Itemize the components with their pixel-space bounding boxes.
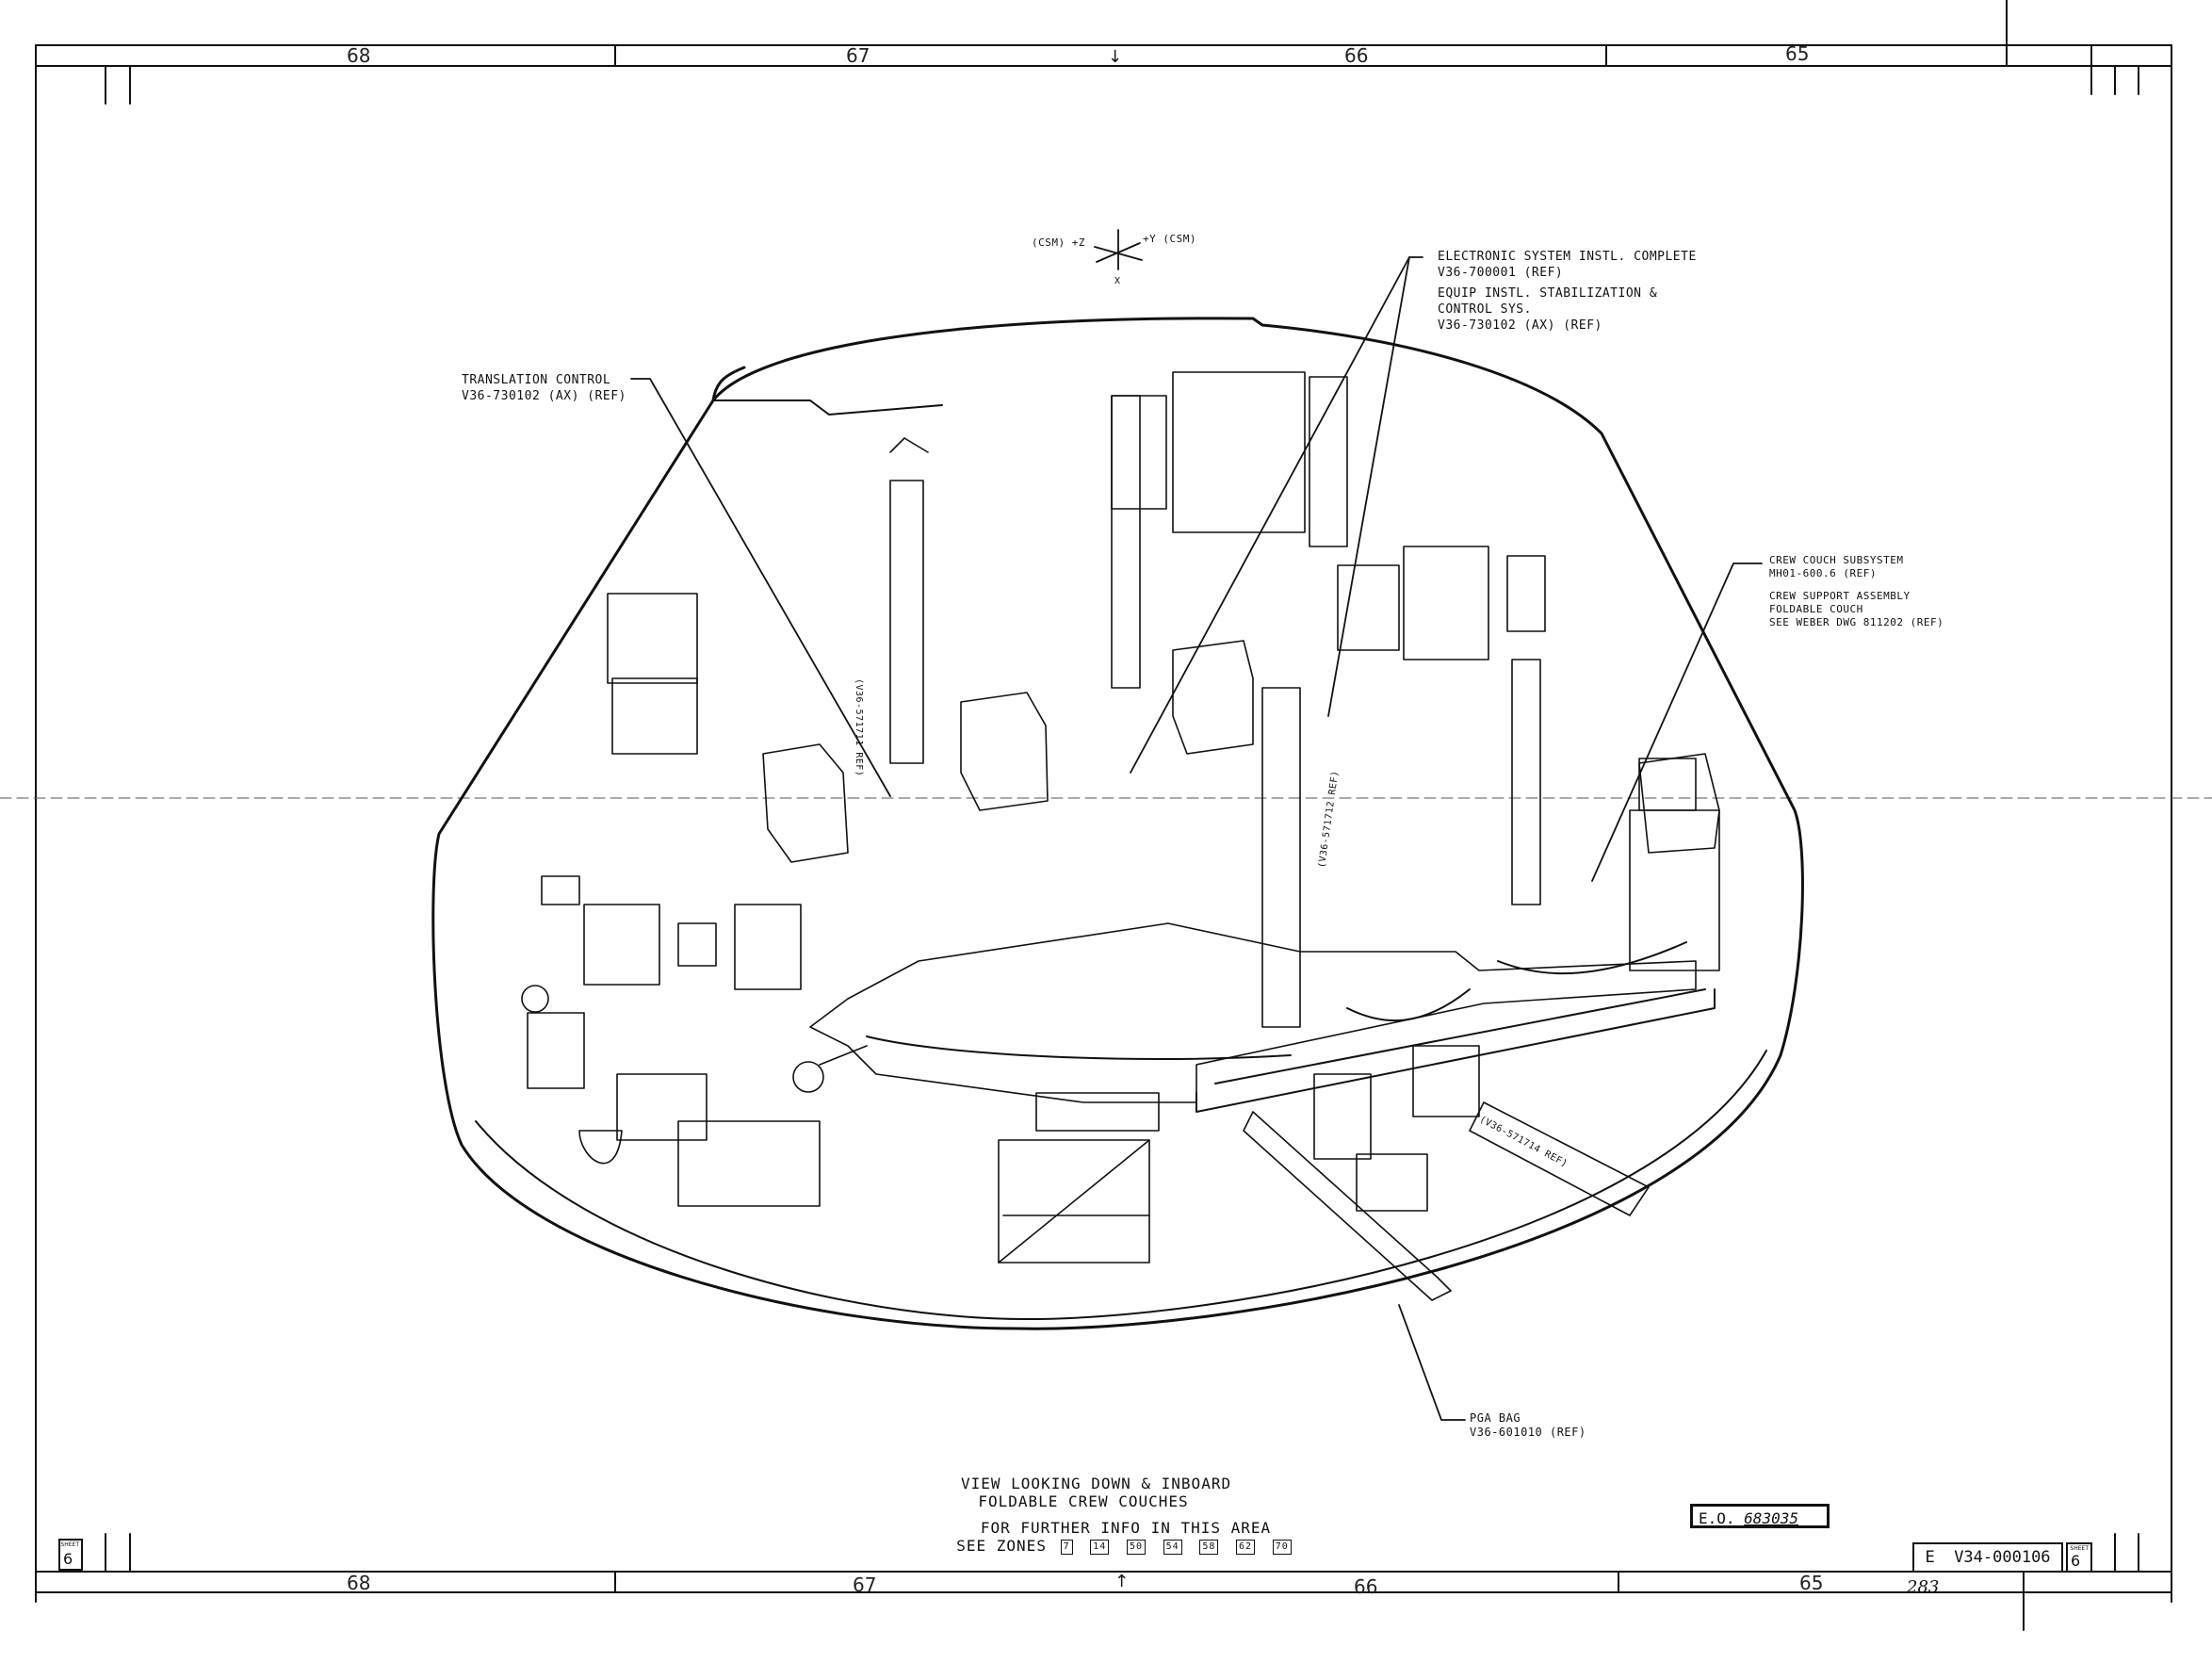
zone-bottom-66: 66 — [1354, 1575, 1378, 1598]
strut-mark-left: (V36-571711 REF) — [854, 678, 864, 777]
callout-electronic-system: ELECTRONIC SYSTEM INSTL. COMPLETE V36-70… — [1438, 250, 1697, 280]
zone-top-67: 67 — [846, 44, 870, 67]
eo-number: 683035 — [1744, 1509, 1798, 1527]
zone-bottom-68: 68 — [347, 1572, 371, 1594]
zone-bottom-67: 67 — [853, 1573, 877, 1596]
callout-crew-support: CREW SUPPORT ASSEMBLY FOLDABLE COUCH SEE… — [1769, 590, 1944, 628]
page-mark: 283 — [1907, 1577, 1940, 1597]
arrow-up-icon: ↑ — [1114, 1572, 1130, 1591]
zone-ref-54: 54 — [1163, 1539, 1182, 1555]
capsule-outline — [431, 317, 1804, 1330]
zone-ref-70: 70 — [1272, 1539, 1292, 1555]
callout-stabilization: EQUIP INSTL. STABILIZATION & CONTROL SYS… — [1438, 286, 1658, 333]
zone-ref-14: 14 — [1090, 1539, 1110, 1555]
orientation-bottom-label: X — [1114, 276, 1121, 286]
zone-ref-50: 50 — [1126, 1539, 1146, 1555]
further-info-caption: FOR FURTHER INFO IN THIS AREA SEE ZONES … — [947, 1519, 1305, 1555]
sheet-box-left: SHEET 6 — [58, 1539, 83, 1571]
drawing-frame — [35, 0, 2172, 1631]
callout-pga-bag: PGA BAG V36-601010 (REF) — [1470, 1411, 1586, 1439]
orientation-left-label: (CSM) +Z — [1032, 236, 1085, 249]
zone-ref-7: 7 — [1060, 1539, 1073, 1555]
zone-ref-62: 62 — [1236, 1539, 1256, 1555]
orientation-cross — [1094, 229, 1143, 270]
see-zones-label: SEE ZONES — [956, 1537, 1047, 1555]
zone-ref-58: 58 — [1199, 1539, 1219, 1555]
capsule-interior — [521, 371, 1720, 1301]
zone-top-68: 68 — [347, 44, 371, 67]
eo-stamp: E.O. 683035 — [1690, 1504, 1830, 1528]
arrow-down-icon: ↓ — [1108, 47, 1123, 67]
sheet-box-right: SHEET 6 — [2066, 1542, 2092, 1573]
zone-top-65: 65 — [1785, 42, 1810, 65]
zone-bottom-65: 65 — [1799, 1572, 1824, 1594]
orientation-right-label: +Y (CSM) — [1143, 233, 1196, 245]
callout-crew-couch: CREW COUCH SUBSYSTEM MH01-600.6 (REF) — [1769, 554, 1904, 579]
eo-prefix: E.O. — [1699, 1509, 1735, 1527]
drawing-number: E V34-000106 — [1912, 1542, 2063, 1573]
view-caption: VIEW LOOKING DOWN & INBOARD FOLDABLE CRE… — [961, 1475, 1232, 1510]
callout-translation-control: TRANSLATION CONTROL V36-730102 (AX) (REF… — [462, 373, 626, 403]
zone-top-66: 66 — [1344, 44, 1369, 67]
leader-lines — [630, 256, 1763, 1421]
